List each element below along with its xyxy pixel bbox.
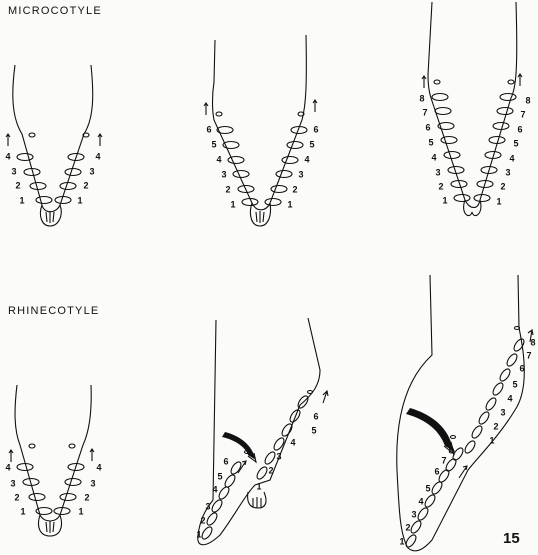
clamp-number: 4 — [304, 154, 309, 164]
clamp-number: 4 — [418, 496, 423, 506]
clamp-number: 2 — [438, 181, 443, 191]
clamp-number: 2 — [292, 184, 297, 194]
clamp-number: 6 — [517, 124, 522, 134]
clamp-number: 2 — [200, 515, 205, 525]
clamp-number: 2 — [405, 522, 410, 532]
clamp-number: 5 — [425, 483, 430, 493]
microcotyle-stage-8-clamps: 8 7 6 5 4 3 2 1 8 7 6 5 4 3 2 1 — [419, 2, 530, 216]
clamp-number: 3 — [90, 478, 95, 488]
clamp-number: 3 — [205, 501, 210, 511]
clamp-number: 5 — [309, 139, 314, 149]
clamp-number: 3 — [298, 169, 303, 179]
clamp-number: 1 — [77, 195, 82, 205]
clamp-number: 3 — [276, 451, 281, 461]
rhinecotyle-stage-6-clamps: 1 2 3 4 5 6 1 2 3 4 5 6 — [196, 318, 328, 545]
clamp-number: 4 — [95, 151, 100, 161]
clamp-number: 6 — [206, 124, 211, 134]
clamp-number: 3 — [500, 407, 505, 417]
clamp-number: 8 — [419, 93, 424, 103]
clamp-number: 8 — [530, 337, 535, 347]
clamp-number: 8 — [448, 445, 453, 455]
clamp-number: 3 — [411, 509, 416, 519]
clamp-number: 6 — [425, 122, 430, 132]
clamp-number: 6 — [313, 124, 318, 134]
clamp-number: 2 — [14, 492, 19, 502]
clamp-number: 1 — [489, 435, 494, 445]
clamp-number: 4 — [5, 151, 10, 161]
clamp-number: 2 — [225, 184, 230, 194]
microcotyle-stage-6-clamps: 6 5 4 3 2 1 6 5 4 3 2 1 — [204, 35, 319, 226]
microcotyle-stage-4-clamps: 4 3 2 1 4 3 2 1 — [5, 65, 102, 226]
clamp-number: 4 — [507, 393, 512, 403]
clamp-number: 5 — [513, 138, 518, 148]
body-outline — [428, 2, 517, 208]
anchor-hooks — [256, 211, 264, 223]
clamp-number: 7 — [422, 107, 427, 117]
clamp-number: 1 — [230, 199, 235, 209]
clamp-number: 1 — [78, 506, 83, 516]
clamp-number: 7 — [520, 109, 525, 119]
clamp-number: 7 — [526, 350, 531, 360]
rhinecotyle-stage-4-clamps: 4 3 2 1 4 3 2 1 — [5, 385, 101, 536]
clamp-number: 1 — [287, 199, 292, 209]
clamp-number: 3 — [505, 167, 510, 177]
clamp-number: 5 — [311, 425, 316, 435]
anchor-hooks — [253, 497, 261, 508]
clamp-number: 1 — [20, 506, 25, 516]
anchor-hooks — [46, 521, 54, 533]
clamp-number: 2 — [15, 180, 20, 190]
clamp-number: 5 — [217, 471, 222, 481]
clamp-number: 1 — [256, 481, 261, 491]
clamp-number: 3 — [89, 166, 94, 176]
clamp-number: 1 — [442, 195, 447, 205]
clamp-number: 3 — [435, 167, 440, 177]
clamp-number: 1 — [196, 529, 201, 539]
right-clamp-row — [255, 394, 310, 480]
clamp-number: 4 — [212, 484, 217, 494]
clamp-number: 4 — [509, 153, 514, 163]
clamp-number: 4 — [96, 462, 101, 472]
clamp-number: 1 — [399, 536, 404, 546]
clamp-number: 4 — [431, 152, 436, 162]
clamp-number: 3 — [10, 478, 15, 488]
clamp-number: 3 — [11, 166, 16, 176]
clamp-number: 6 — [313, 411, 318, 421]
clamp-number: 6 — [434, 466, 439, 476]
clamp-number: 2 — [83, 180, 88, 190]
clamp-number: 2 — [84, 492, 89, 502]
clamp-number: 4 — [216, 154, 221, 164]
clamp-number: 7 — [441, 455, 446, 465]
body-outline — [198, 318, 320, 545]
clamp-number: 4 — [290, 437, 295, 447]
anchor-hooks — [46, 211, 54, 223]
clamp-number: 6 — [519, 363, 524, 373]
clamp-number: 3 — [221, 169, 226, 179]
clamp-number: 1 — [19, 195, 24, 205]
clamp-number: 1 — [496, 196, 501, 206]
clamp-number: 4 — [5, 462, 10, 472]
clamp-number: 8 — [525, 95, 530, 105]
clamp-number: 5 — [211, 139, 216, 149]
clamp-number: 5 — [512, 379, 517, 389]
body-outline — [15, 385, 91, 521]
rhinecotyle-stage-8-clamps: 1 2 3 4 5 6 7 8 1 2 3 4 5 6 7 8 — [397, 275, 536, 551]
clamp-number: 5 — [428, 137, 433, 147]
left-clamp-row — [404, 446, 465, 548]
clamp-number: 2 — [268, 465, 273, 475]
clamp-number: 2 — [500, 181, 505, 191]
clamp-number: 2 — [493, 421, 498, 431]
body-outline — [13, 65, 93, 212]
clamp-number: 6 — [223, 456, 228, 466]
